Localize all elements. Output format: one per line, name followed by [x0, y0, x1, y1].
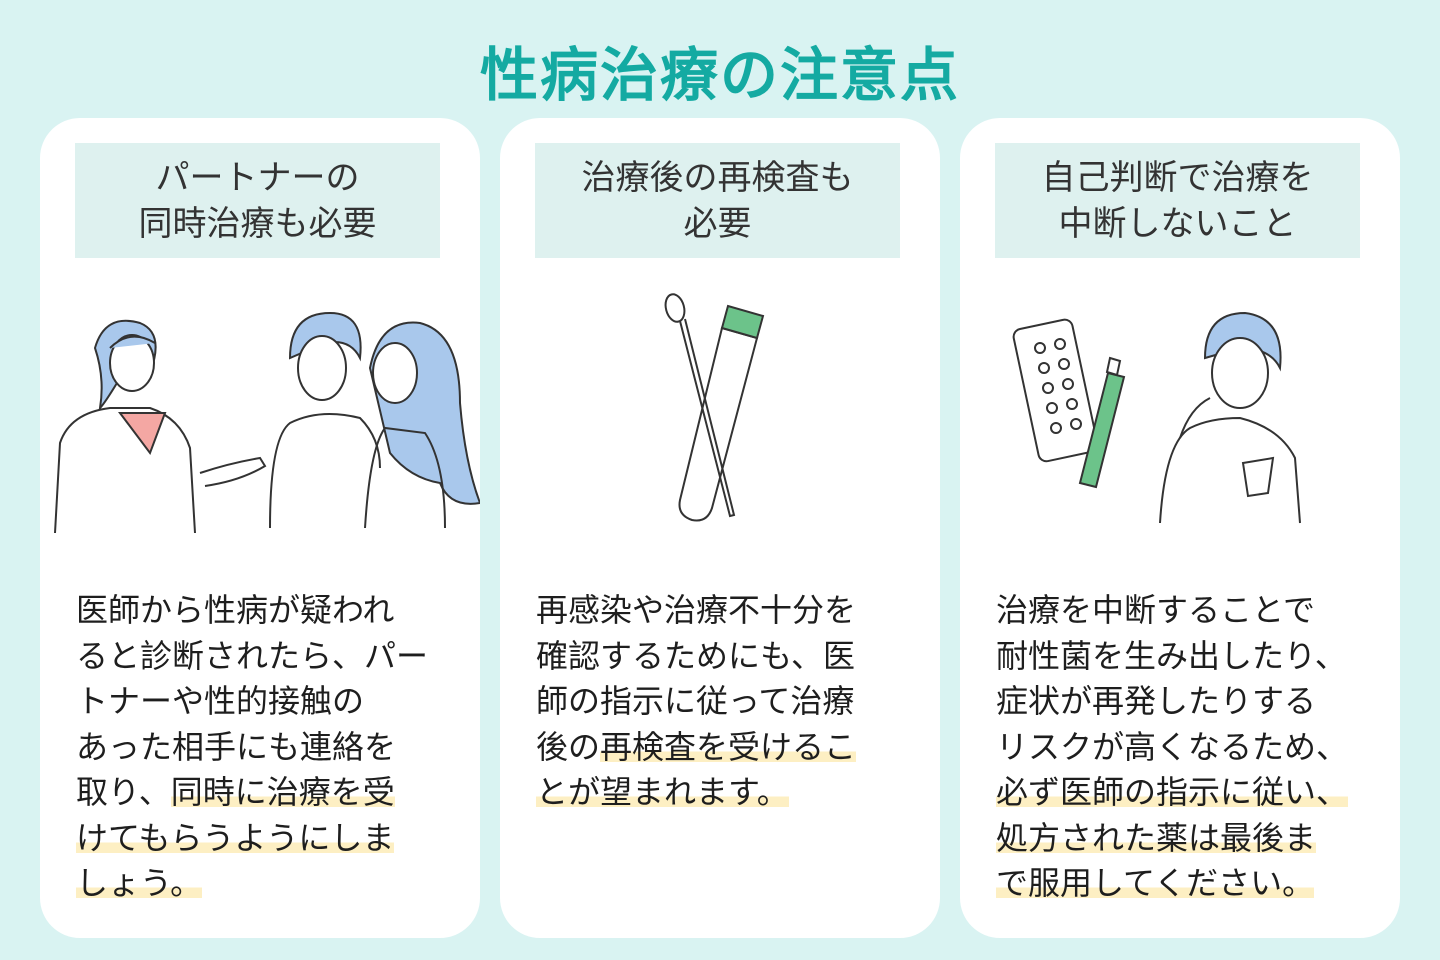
text-line: 症状が再発したりする [996, 682, 1317, 720]
page-title: 性病治療の注意点 [479, 41, 960, 109]
highlighted-text: 再検査を受けるこ [600, 727, 857, 766]
highlighted-text: けてもらうようにしま [76, 818, 395, 857]
text-line: しょう。 [76, 861, 428, 907]
text-line: けてもらうようにしま [76, 816, 428, 862]
text-line: 処方された薬は最後ま [996, 816, 1348, 862]
heading-line: 自己判断で治療を [1041, 157, 1314, 198]
heading-line: パートナーの [155, 157, 360, 198]
text-line: リスクが高くなるため、 [996, 727, 1349, 766]
heading-line: 治療後の再検査も [581, 157, 854, 198]
card-body-text: 医師から性病が疑われ ると診断されたら、パー トナーや性的接触の あった相手にも… [76, 588, 428, 907]
highlighted-text: 同時に治療を受 [170, 773, 395, 811]
card-partner-treatment: パートナーの 同時治療も必要 医師から性病が疑われ ると診断されたら、パー トナ… [40, 118, 480, 938]
card-heading: 自己判断で治療を 中断しないこと [995, 143, 1360, 258]
card-body-text: 治療を中断することで 耐性菌を生み出したり、 症状が再発したりする リスクが高く… [996, 588, 1349, 907]
card-heading: パートナーの 同時治療も必要 [75, 143, 440, 258]
swab-and-test-tube-illustration [664, 293, 765, 522]
text-line: 師の指示に従って治療 [536, 682, 855, 720]
card-body-text: 再感染や治療不十分を 確認するためにも、医 師の指示に従って治療 後の再検査を受… [536, 588, 857, 816]
text-line: トナーや性的接触の [76, 682, 365, 720]
text-line: 耐性菌を生み出したり、 [996, 636, 1347, 675]
text-line: 取り、同時に治療を受 [76, 773, 395, 811]
pills-and-man-illustration [1012, 311, 1301, 524]
text-line: 確認するためにも、医 [536, 636, 856, 675]
text-line: で服用してください。 [996, 861, 1348, 907]
heading-line: 中断しないこと [1058, 203, 1297, 244]
text-line: 再感染や治療不十分を [536, 591, 857, 629]
highlighted-text: とが望まれます。 [536, 773, 789, 811]
text-line: 必ず医師の指示に従い、 [996, 770, 1349, 816]
text-line: とが望まれます。 [536, 770, 856, 816]
card-dont-stop-treatment: 自己判断で治療を 中断しないこと 治療を中断することで 耐性菌を生み出したり、 … [960, 118, 1400, 938]
text-line: 医師から性病が疑われ [76, 591, 395, 629]
text-line: 治療を中断することで [996, 591, 1316, 629]
highlighted-text: 必ず医師の指示に従い、 [996, 773, 1349, 811]
highlighted-text: で服用してください。 [996, 864, 1315, 902]
card-retest: 治療後の再検査も 必要 再感染や治療不十分を 確認するためにも、医 師の指示に従… [500, 118, 940, 938]
heading-line: 必要 [683, 203, 752, 244]
highlighted-text: 処方された薬は最後ま [996, 818, 1317, 857]
text-line: あった相手にも連絡を [76, 727, 397, 766]
highlighted-text: しょう。 [76, 864, 203, 902]
heading-line: 同時治療も必要 [138, 203, 377, 244]
text-line: 後の再検査を受けるこ [536, 727, 857, 766]
card-heading: 治療後の再検査も 必要 [535, 143, 900, 258]
doctor-and-couple-illustration [54, 311, 480, 534]
text-line: ると診断されたら、パー [76, 636, 429, 675]
